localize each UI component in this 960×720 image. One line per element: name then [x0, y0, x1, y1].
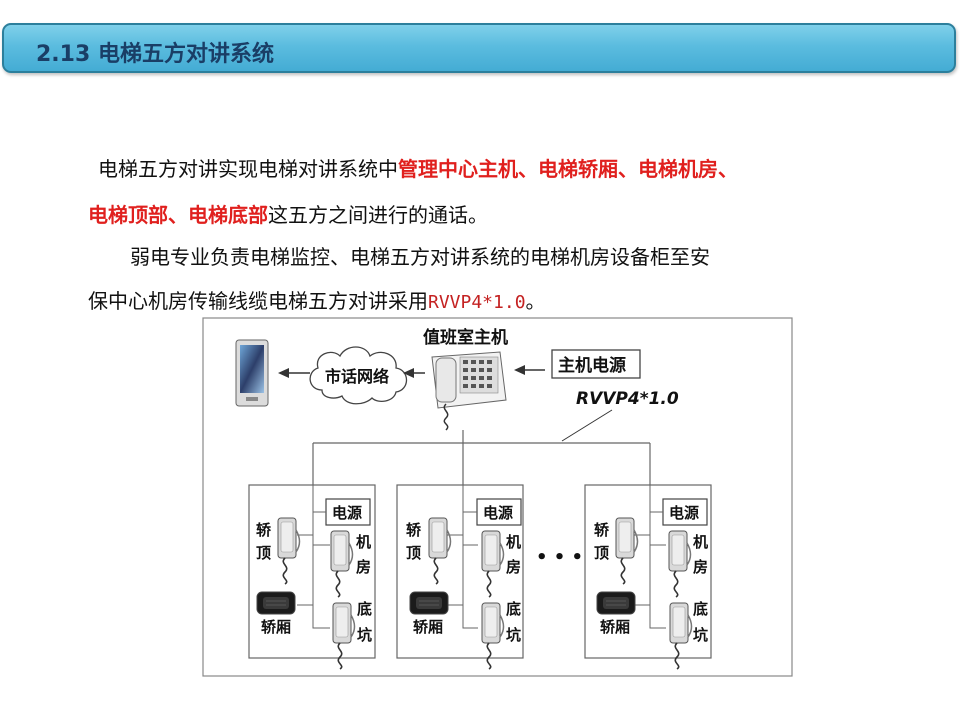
handset-machine-room-icon	[330, 530, 354, 598]
handset-pit-icon	[481, 602, 505, 670]
car-top-char-2: 顶	[256, 544, 271, 562]
pit-char-1: 底	[506, 600, 521, 618]
machine-room-char-1: 机	[356, 533, 371, 551]
unit-power-label: 电源	[669, 504, 699, 522]
car-speaker-icon	[596, 591, 636, 615]
machine-room-char-1: 机	[506, 533, 521, 551]
car-top-char-1: 轿	[594, 521, 610, 539]
host-label: 值班室主机	[423, 327, 508, 348]
car-speaker-icon	[256, 591, 296, 615]
paragraph-2-line-2: 保中心机房传输线缆电梯五方对讲采用RVVP4*1.0。	[88, 289, 888, 315]
host-power-label: 主机电源	[558, 355, 626, 376]
machine-room-char-1: 机	[693, 533, 708, 551]
pit-char-1: 底	[357, 600, 372, 618]
p1-highlight-b: 电梯顶部、电梯底部	[88, 203, 268, 227]
car-label: 轿厢	[261, 618, 291, 636]
car-top-char-1: 轿	[406, 521, 422, 539]
pit-char-2: 坑	[693, 626, 708, 644]
elevator-unit-2: 电源 轿 顶 机 房 轿厢 底 坑	[396, 484, 524, 670]
elevator-unit-1: 电源 轿 顶 机 房 轿厢 底 坑	[248, 484, 376, 670]
handset-pit-icon	[332, 602, 356, 670]
title-bar: 2.13 电梯五方对讲系统	[2, 23, 956, 73]
diagram-frame	[202, 317, 793, 677]
trunk-lines	[312, 430, 651, 485]
machine-room-char-2: 房	[693, 558, 708, 576]
cloud-icon	[309, 346, 408, 405]
p2-cable-spec: RVVP4*1.0	[428, 292, 526, 313]
car-top-char-1: 轿	[256, 521, 272, 539]
machine-room-char-2: 房	[506, 558, 521, 576]
page-title: 2.13 电梯五方对讲系统	[36, 42, 274, 67]
handset-machine-room-icon	[668, 530, 692, 598]
p2-suffix: 。	[525, 289, 546, 313]
unit-power-label: 电源	[332, 504, 362, 522]
handset-machine-room-icon	[481, 530, 505, 598]
machine-room-char-2: 房	[356, 558, 371, 576]
handset-car-top-icon	[615, 517, 639, 585]
p2-prefix: 保中心机房传输线缆电梯五方对讲采用	[88, 289, 428, 313]
handset-pit-icon	[669, 602, 693, 670]
pit-char-2: 坑	[357, 626, 372, 644]
paragraph-1-line-2: 电梯顶部、电梯底部这五方之间进行的通话。	[88, 203, 888, 227]
car-label: 轿厢	[413, 618, 443, 636]
car-label: 轿厢	[600, 618, 630, 636]
p1-suffix: 这五方之间进行的通话。	[268, 203, 488, 227]
ellipsis: • • •	[536, 547, 583, 568]
network-label: 市话网络	[325, 367, 389, 386]
pit-char-2: 坑	[506, 626, 521, 644]
car-speaker-icon	[409, 591, 449, 615]
car-top-char-2: 顶	[406, 544, 421, 562]
elevator-unit-3: 电源 轿 顶 机 房 轿厢 底 坑	[584, 484, 712, 670]
cable-label: RVVP4*1.0	[576, 389, 679, 409]
video-terminal-icon	[235, 339, 269, 407]
paragraph-1-line-1: 电梯五方对讲实现电梯对讲系统中管理中心主机、电梯轿厢、电梯机房、	[98, 157, 898, 181]
handset-car-top-icon	[277, 517, 301, 585]
host-console-icon	[431, 351, 507, 431]
unit-power-label: 电源	[483, 504, 513, 522]
p1-prefix: 电梯五方对讲实现电梯对讲系统中	[98, 157, 398, 181]
car-top-char-2: 顶	[594, 544, 609, 562]
paragraph-2-line-1: 弱电专业负责电梯监控、电梯五方对讲系统的电梯机房设备柜至安	[130, 245, 710, 269]
handset-car-top-icon	[428, 517, 452, 585]
cable-pointer	[561, 409, 613, 442]
p1-highlight-a: 管理中心主机、电梯轿厢、电梯机房、	[398, 157, 738, 181]
host-power-box	[551, 349, 641, 379]
pit-char-1: 底	[693, 600, 708, 618]
